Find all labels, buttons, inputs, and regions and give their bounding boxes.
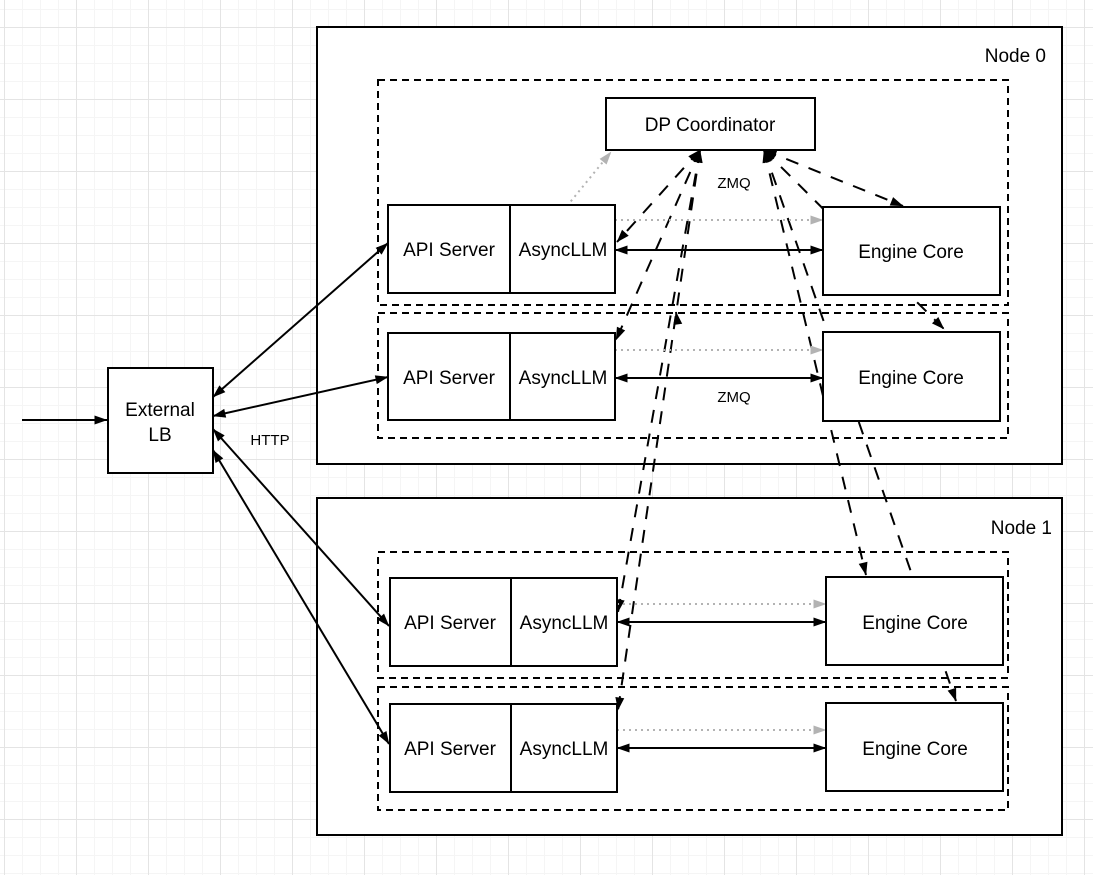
external-lb-label-line1: External <box>125 400 195 421</box>
api-server-label-n1r1: API Server <box>404 739 497 760</box>
engine-core-label-n0r1: Engine Core <box>858 368 964 389</box>
node1-label: Node 1 <box>991 518 1052 539</box>
lb-api-http-link-n1r1 <box>212 449 390 745</box>
engine-core-box-n1r0 <box>825 576 1004 666</box>
asyncllm-label-n0r0: AsyncLLM <box>519 240 608 261</box>
engine-core-label-n0r0: Engine Core <box>858 242 964 263</box>
engine-core-box-n0r1 <box>822 331 1001 422</box>
api-asyncllm-box-n0r0 <box>387 204 616 294</box>
external-lb-label-line2: LB <box>148 425 171 446</box>
zmq-coordinator-label: ZMQ <box>717 175 750 192</box>
dp-coordinator-box <box>605 97 816 151</box>
node0-label: Node 0 <box>985 46 1046 67</box>
api-server-label-n0r0: API Server <box>403 240 496 261</box>
lb-api-http-link-n0r1 <box>212 375 389 418</box>
zmq-link-mid-arrowhead <box>673 311 683 326</box>
lb-api-http-link-n0r0 <box>212 242 389 398</box>
zmq-engine-label: ZMQ <box>717 389 750 406</box>
api-asyncllm-box-n1r0 <box>389 577 618 667</box>
engine-core-box-n0r0 <box>822 206 1001 296</box>
asyncllm-label-n0r1: AsyncLLM <box>519 368 608 389</box>
api-asyncllm-box-n0r1 <box>387 332 616 421</box>
api-asyncllm-box-n1r1 <box>389 703 618 793</box>
engine-core-box-n1r1 <box>825 702 1004 792</box>
engine-core-label-n1r1: Engine Core <box>862 739 968 760</box>
asyncllm-label-n1r1: AsyncLLM <box>520 739 609 760</box>
api-server-label-n1r0: API Server <box>404 613 497 634</box>
engine-core-label-n1r0: Engine Core <box>862 613 968 634</box>
api-server-label-n0r1: API Server <box>403 368 496 389</box>
dp-coordinator-label: DP Coordinator <box>645 115 776 136</box>
external-lb-box <box>107 367 214 474</box>
asyncllm-label-n1r0: AsyncLLM <box>520 613 609 634</box>
http-protocol-label: HTTP <box>250 432 289 449</box>
